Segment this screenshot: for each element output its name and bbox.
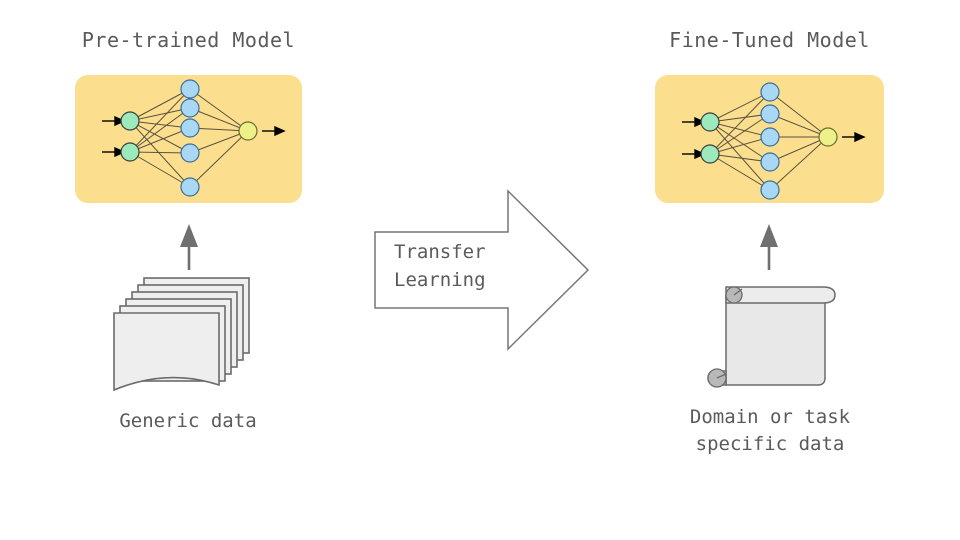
network-input-arrow-icon [102,115,126,158]
input-node [120,142,140,162]
hidden-node [180,177,200,197]
document-stack-icon [113,277,250,392]
block-arrow-right-icon [374,189,590,351]
network-output-arrow-icon [262,125,286,137]
arrow-up-icon [760,224,778,270]
hidden-node [760,152,780,172]
hidden-node [760,180,780,200]
output-node [238,121,258,141]
transfer-learning-label: Transfer Learning [394,241,486,291]
domain-specific-data-caption: Domain or task specific data [689,406,851,455]
input-node [700,144,720,164]
pre-trained-model-title: Pre-trained Model [81,28,296,52]
hidden-node [180,98,200,118]
hidden-node [180,79,200,99]
fine-tuned-model-title: Fine-Tuned Model [669,28,870,52]
input-node [700,112,720,132]
network-output-arrow-icon [842,131,866,143]
hidden-node [760,104,780,124]
hidden-node [760,127,780,147]
hidden-node [180,143,200,163]
hidden-node [180,118,200,138]
output-node [818,127,838,147]
arrow-up-icon [180,224,198,270]
network-input-arrow-icon [682,116,706,160]
hidden-node [760,82,780,102]
generic-data-caption: Generic data [119,410,257,432]
scroll-document-icon [707,286,836,388]
input-node [120,111,140,131]
